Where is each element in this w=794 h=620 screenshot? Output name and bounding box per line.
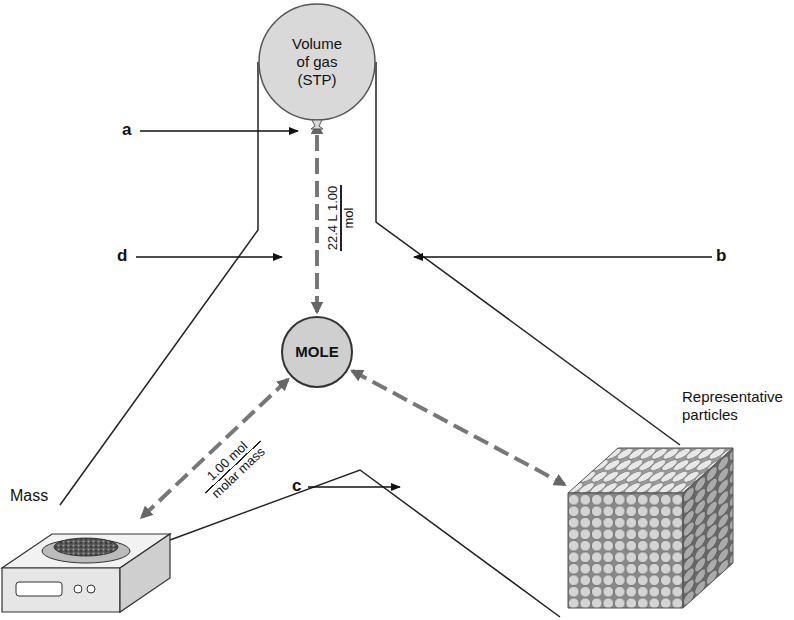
leader-arrow [140,130,298,132]
node-text: Representative particles [682,388,790,424]
callout-letter: a [122,120,131,140]
road-edge [60,62,258,505]
node-text: MOLE [295,343,338,361]
node-text: Mass [10,486,48,505]
conversion-path [142,380,288,518]
conversion-factor: 1.00 mol molar mass [194,430,271,505]
leader-arrow [414,256,712,258]
callout-letter: b [716,246,726,266]
node-text: Volume of gas (STP) [285,35,349,89]
conversion-path [352,371,564,485]
balance-illustration [2,520,172,618]
road-edge [376,62,680,445]
mole-circle: MOLE [281,316,353,388]
conversion-path [315,124,319,312]
callout-letter: d [117,246,127,266]
callout-letter: c [292,476,301,496]
particles-cube: Representative particles [568,448,733,613]
leader-arrow [308,486,400,488]
particle-cube-illustration [568,448,733,613]
mass-balance: Mass [2,520,172,618]
gas-volume-balloon: Volume of gas (STP) [257,2,377,130]
conversion-factor: 22.4 L 1.00 mol [325,185,357,251]
leader-arrow [136,256,282,258]
